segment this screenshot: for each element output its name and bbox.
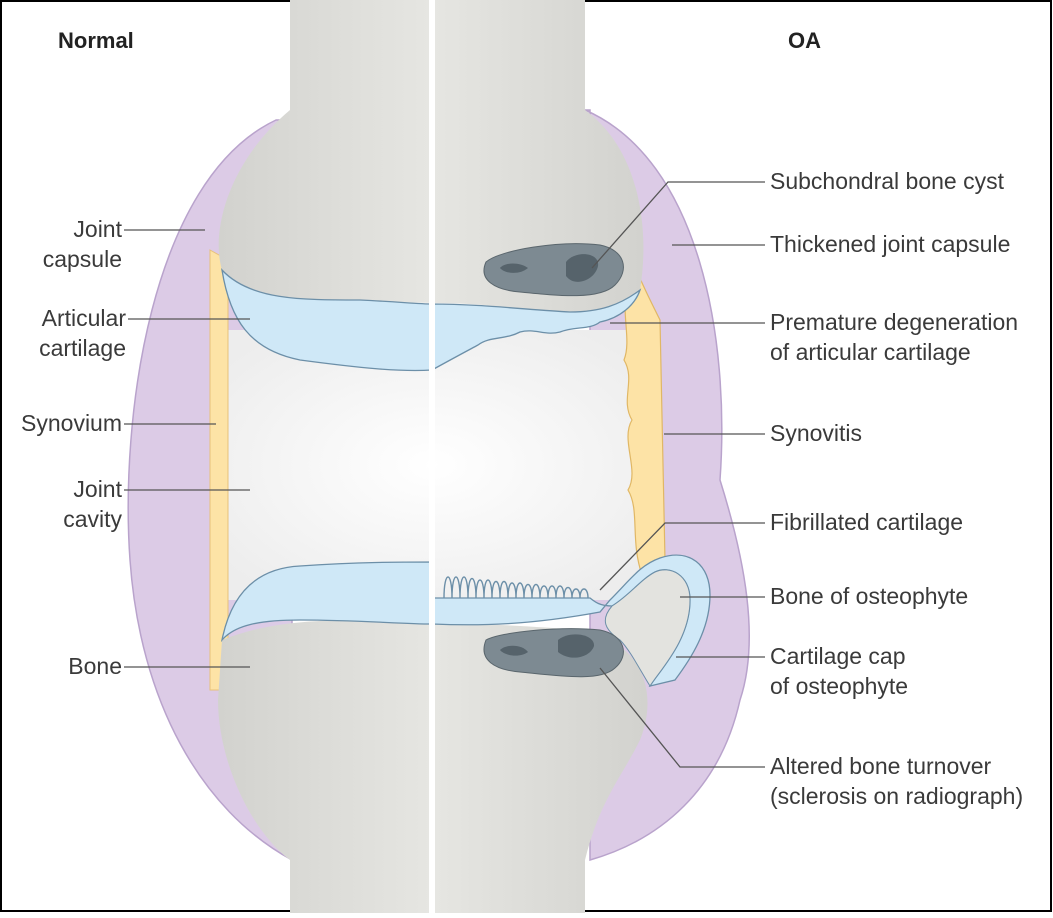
- label-joint-cavity-line1: Joint: [10, 474, 122, 504]
- normal-synovium: [210, 250, 228, 690]
- label-altered-bone-turnover-line2: (sclerosis on radiograph): [770, 781, 1023, 811]
- label-cartilage-cap: Cartilage cap of osteophyte: [770, 641, 908, 701]
- label-premature-degeneration-line2: of articular cartilage: [770, 337, 1018, 367]
- label-articular-cartilage-line2: cartilage: [10, 333, 126, 363]
- label-articular-cartilage: Articular cartilage: [10, 303, 126, 363]
- label-altered-bone-turnover: Altered bone turnover (sclerosis on radi…: [770, 751, 1023, 811]
- label-altered-bone-turnover-line1: Altered bone turnover: [770, 751, 1023, 781]
- label-joint-cavity-line2: cavity: [10, 504, 122, 534]
- label-premature-degeneration-line1: Premature degeneration: [770, 307, 1018, 337]
- oa-header: OA: [788, 26, 821, 56]
- label-articular-cartilage-line1: Articular: [10, 303, 126, 333]
- label-joint-capsule: Joint capsule: [10, 214, 122, 274]
- label-synovitis: Synovitis: [770, 418, 862, 448]
- label-subchondral-bone-cyst: Subchondral bone cyst: [770, 166, 1004, 196]
- label-joint-capsule-line2: capsule: [10, 244, 122, 274]
- normal-header: Normal: [58, 26, 134, 56]
- label-fibrillated-cartilage: Fibrillated cartilage: [770, 507, 963, 537]
- label-joint-cavity: Joint cavity: [10, 474, 122, 534]
- label-thickened-joint-capsule: Thickened joint capsule: [770, 229, 1010, 259]
- label-cartilage-cap-line2: of osteophyte: [770, 671, 908, 701]
- label-bone-of-osteophyte: Bone of osteophyte: [770, 581, 968, 611]
- label-synovium: Synovium: [6, 408, 122, 438]
- label-cartilage-cap-line1: Cartilage cap: [770, 641, 908, 671]
- label-bone: Bone: [10, 651, 122, 681]
- label-joint-capsule-line1: Joint: [10, 214, 122, 244]
- label-premature-degeneration: Premature degeneration of articular cart…: [770, 307, 1018, 367]
